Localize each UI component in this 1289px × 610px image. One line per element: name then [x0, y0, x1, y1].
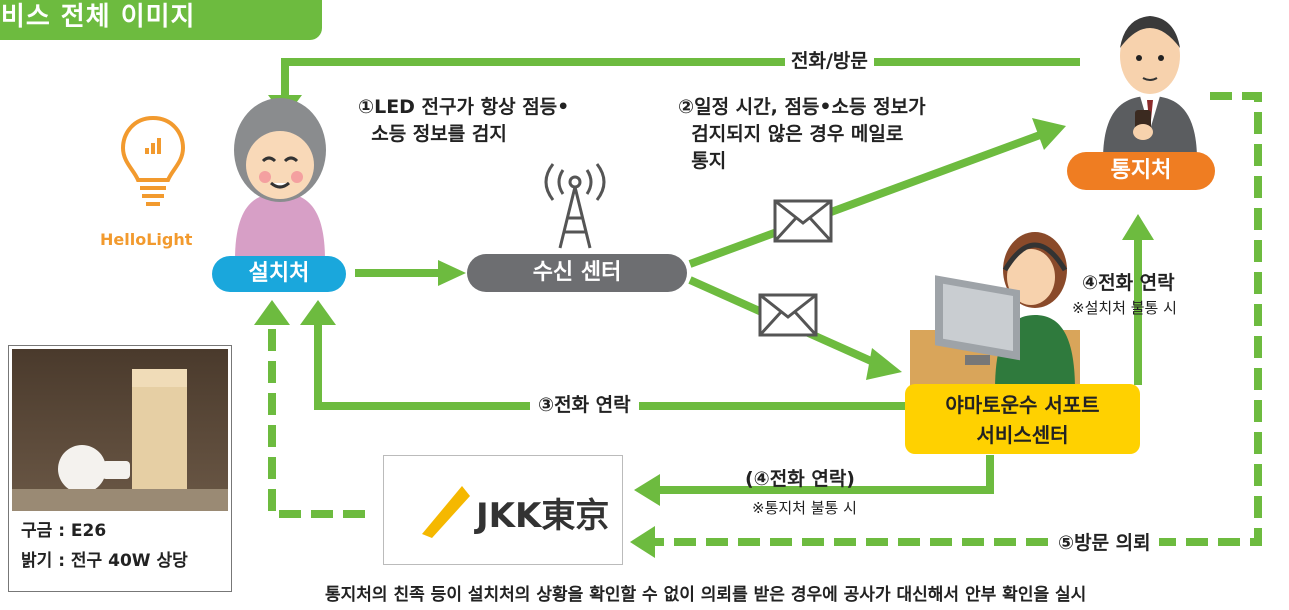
arrowhead-notify [1032, 118, 1066, 150]
elderly-woman-icon [225, 95, 335, 260]
mail-icon [757, 292, 819, 338]
label-step3: ③전화 연락 [530, 392, 639, 419]
label-step4-note: ※설치처 불통 시 [1072, 299, 1177, 317]
product-photo [12, 349, 228, 511]
label-step4b: (④전화 연락) [745, 468, 855, 490]
support-center-box: 야마토운수 서포트 서비스센터 [905, 384, 1140, 454]
arrow-step3 [314, 325, 905, 410]
arrowhead-support [866, 348, 902, 380]
label-phone-visit: 전화/방문 [785, 48, 874, 75]
jkk-name: JKK東京 [476, 496, 610, 536]
arrowhead-step3 [300, 300, 336, 325]
support-operator-icon [905, 215, 1085, 390]
arrowhead-dashed-installer [254, 300, 290, 325]
arrowhead-receiver [438, 260, 466, 286]
label-step4: ④전화 연락 [1082, 272, 1175, 294]
arrow-step4b [660, 455, 994, 494]
arrowhead-step4 [1122, 214, 1154, 240]
label-step1: ①LED 전구가 항상 점등• 소등 정보를 검지 [358, 96, 570, 145]
label-step2: ②일정 시간, 점등•소등 정보가 검지되지 않은 경우 메일로 통지 [678, 96, 926, 172]
hellolight-bulb-icon [118, 112, 188, 222]
dashed-step5 [655, 92, 1262, 546]
mail-icon [772, 198, 834, 244]
footer-note: 통지처의 친족 등이 설치처의 상황을 확인할 수 없이 의뢰를 받은 경우에 … [325, 585, 1087, 605]
family-member-icon [1095, 10, 1205, 160]
page-title-tab: 서비스 전체 이미지 [0, 0, 322, 40]
arrowhead-step4b [634, 474, 660, 506]
product-spec-1: 구금 : E26 [21, 521, 107, 541]
page-title: 서비스 전체 이미지 [0, 2, 196, 32]
label-step4b-note: ※통지처 불통 시 [752, 499, 857, 517]
brand-name: HelloLight [100, 230, 193, 249]
product-panel: 구금 : E26 밝기 : 전구 40W 상당 [8, 345, 232, 592]
support-center-label: 야마토운수 서포트 서비스센터 [945, 393, 1100, 447]
arrowhead-step5 [630, 526, 655, 558]
arrow-phone-visit [281, 58, 1080, 95]
receiver-badge: 수신 센터 [467, 254, 687, 292]
jkk-logo-icon [422, 486, 470, 538]
label-step5: ⑤방문 의뢰 [1050, 530, 1159, 557]
antenna-icon [525, 160, 625, 250]
product-spec-2: 밝기 : 전구 40W 상당 [21, 551, 188, 571]
notify-badge: 통지처 [1067, 152, 1215, 190]
installer-badge: 설치처 [212, 256, 346, 292]
arrow-receiver-notify [688, 131, 1042, 268]
jkk-box: JKK東京 [383, 455, 623, 565]
